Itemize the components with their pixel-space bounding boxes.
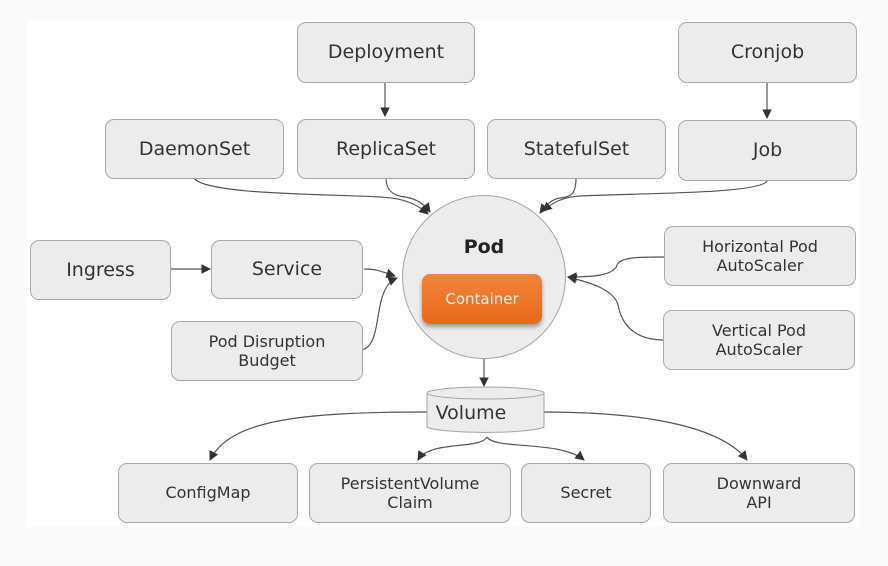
node-label-line1: Vertical Pod <box>712 320 806 340</box>
edge-volume-pvc <box>417 436 488 461</box>
node-label: ReplicaSet <box>336 137 436 160</box>
node-pod[interactable]: Pod Container <box>402 195 566 359</box>
edge-volume-configmap <box>209 411 428 461</box>
node-downward-api[interactable]: Downward API <box>663 463 855 523</box>
node-secret[interactable]: Secret <box>521 463 651 523</box>
node-label: StatefulSet <box>523 137 630 160</box>
node-configmap[interactable]: ConfigMap <box>118 463 298 523</box>
node-service[interactable]: Service <box>211 240 363 299</box>
node-container[interactable]: Container <box>422 274 542 324</box>
node-pod-disruption-budget[interactable]: Pod Disruption Budget <box>171 321 363 381</box>
volume-label: Volume <box>435 402 507 424</box>
node-volume[interactable]: Volume <box>426 398 516 428</box>
node-daemonset[interactable]: DaemonSet <box>105 119 284 179</box>
edge-volume-downward <box>542 411 748 461</box>
node-label-line2: Claim <box>387 493 433 512</box>
node-horizontal-pod-autoscaler[interactable]: Horizontal Pod AutoScaler <box>664 226 856 286</box>
edge-pdb-pod <box>361 276 398 351</box>
pod-title: Pod <box>463 236 505 258</box>
node-label: Service <box>251 258 323 281</box>
node-label-line2: AutoScaler <box>715 340 803 359</box>
node-label: Secret <box>560 483 612 503</box>
node-label-line2: AutoScaler <box>716 256 804 275</box>
node-label: Cronjob <box>730 41 805 64</box>
node-persistentvolumeclaim[interactable]: PersistentVolume Claim <box>309 463 511 523</box>
node-label-line1: PersistentVolume <box>340 473 480 493</box>
node-statefulset[interactable]: StatefulSet <box>487 119 666 179</box>
edge-replicaset-pod <box>385 177 431 213</box>
node-replicaset[interactable]: ReplicaSet <box>297 119 475 179</box>
node-vertical-pod-autoscaler[interactable]: Vertical Pod AutoScaler <box>663 310 855 370</box>
node-label-line1: Downward <box>716 473 802 493</box>
edge-volume-secret <box>486 436 585 461</box>
node-label-line2: API <box>746 493 772 512</box>
node-label: Job <box>752 139 783 162</box>
edge-daemonset-pod <box>193 177 429 215</box>
node-ingress[interactable]: Ingress <box>30 240 171 300</box>
edge-statefulset-pod <box>539 177 577 214</box>
container-label: Container <box>445 290 519 308</box>
node-label: DaemonSet <box>138 137 251 160</box>
edge-hpa-pod <box>567 256 665 282</box>
node-label: Ingress <box>66 258 135 281</box>
node-label: Deployment <box>327 41 445 64</box>
edge-job-pod <box>542 180 768 212</box>
volume-cylinder-icon <box>426 386 545 433</box>
node-label-line1: Horizontal Pod <box>702 236 818 256</box>
edge-service-pod <box>363 268 396 279</box>
node-label-line2: Budget <box>238 351 296 370</box>
edge-vpa-pod <box>567 274 665 341</box>
node-label-line1: Pod Disruption <box>208 331 326 351</box>
node-cronjob[interactable]: Cronjob <box>678 22 857 83</box>
node-deployment[interactable]: Deployment <box>297 22 475 83</box>
node-label: ConfigMap <box>165 483 251 503</box>
node-job[interactable]: Job <box>678 120 857 181</box>
